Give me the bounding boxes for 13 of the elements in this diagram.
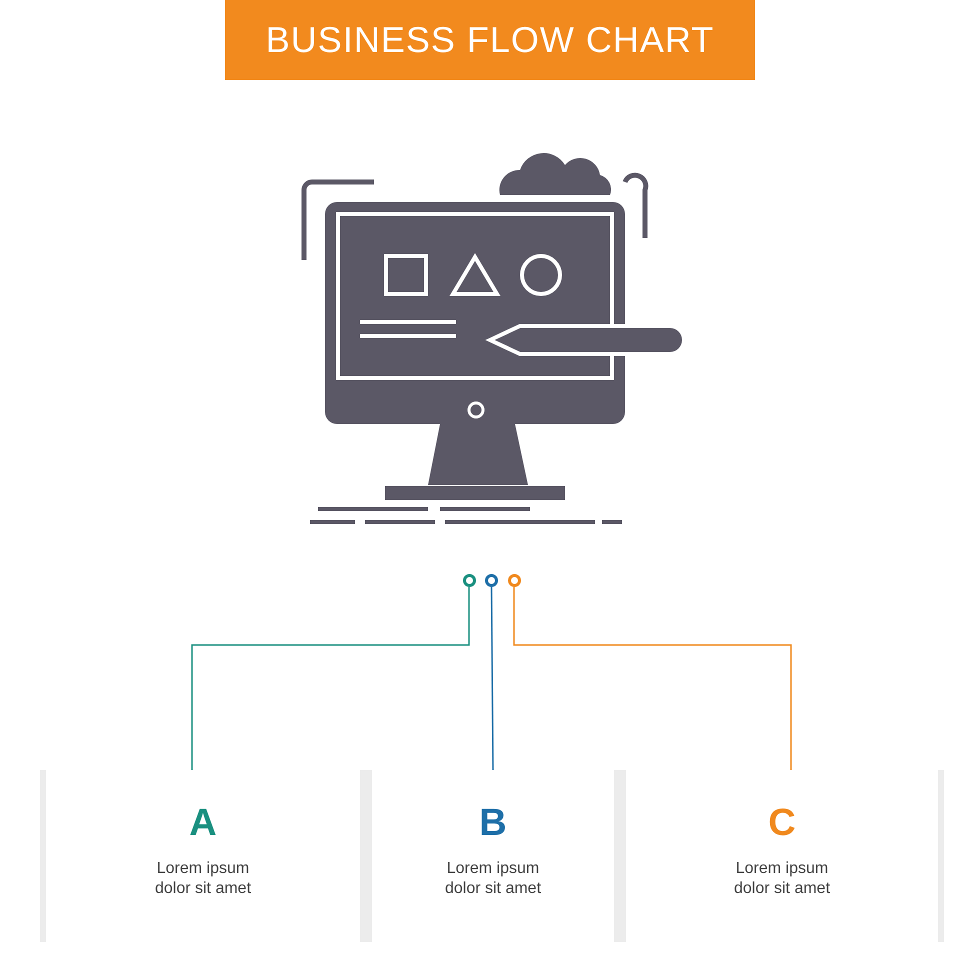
title-banner: BUSINESS FLOW CHART xyxy=(225,0,755,80)
step-letter: C xyxy=(768,802,796,845)
step-text: Lorem ipsum dolor sit amet xyxy=(732,859,832,899)
step-text: Lorem ipsum dolor sit amet xyxy=(444,859,542,899)
connector-line xyxy=(490,587,494,770)
step-letter: B xyxy=(479,802,507,845)
connector-line xyxy=(513,587,792,770)
step-letter: A xyxy=(189,802,217,845)
connector-dot xyxy=(463,574,476,587)
connector-dot xyxy=(485,574,498,587)
connector-line xyxy=(191,587,470,770)
connector-dot xyxy=(508,574,521,587)
step-text: Lorem ipsum dolor sit amet xyxy=(154,859,252,899)
